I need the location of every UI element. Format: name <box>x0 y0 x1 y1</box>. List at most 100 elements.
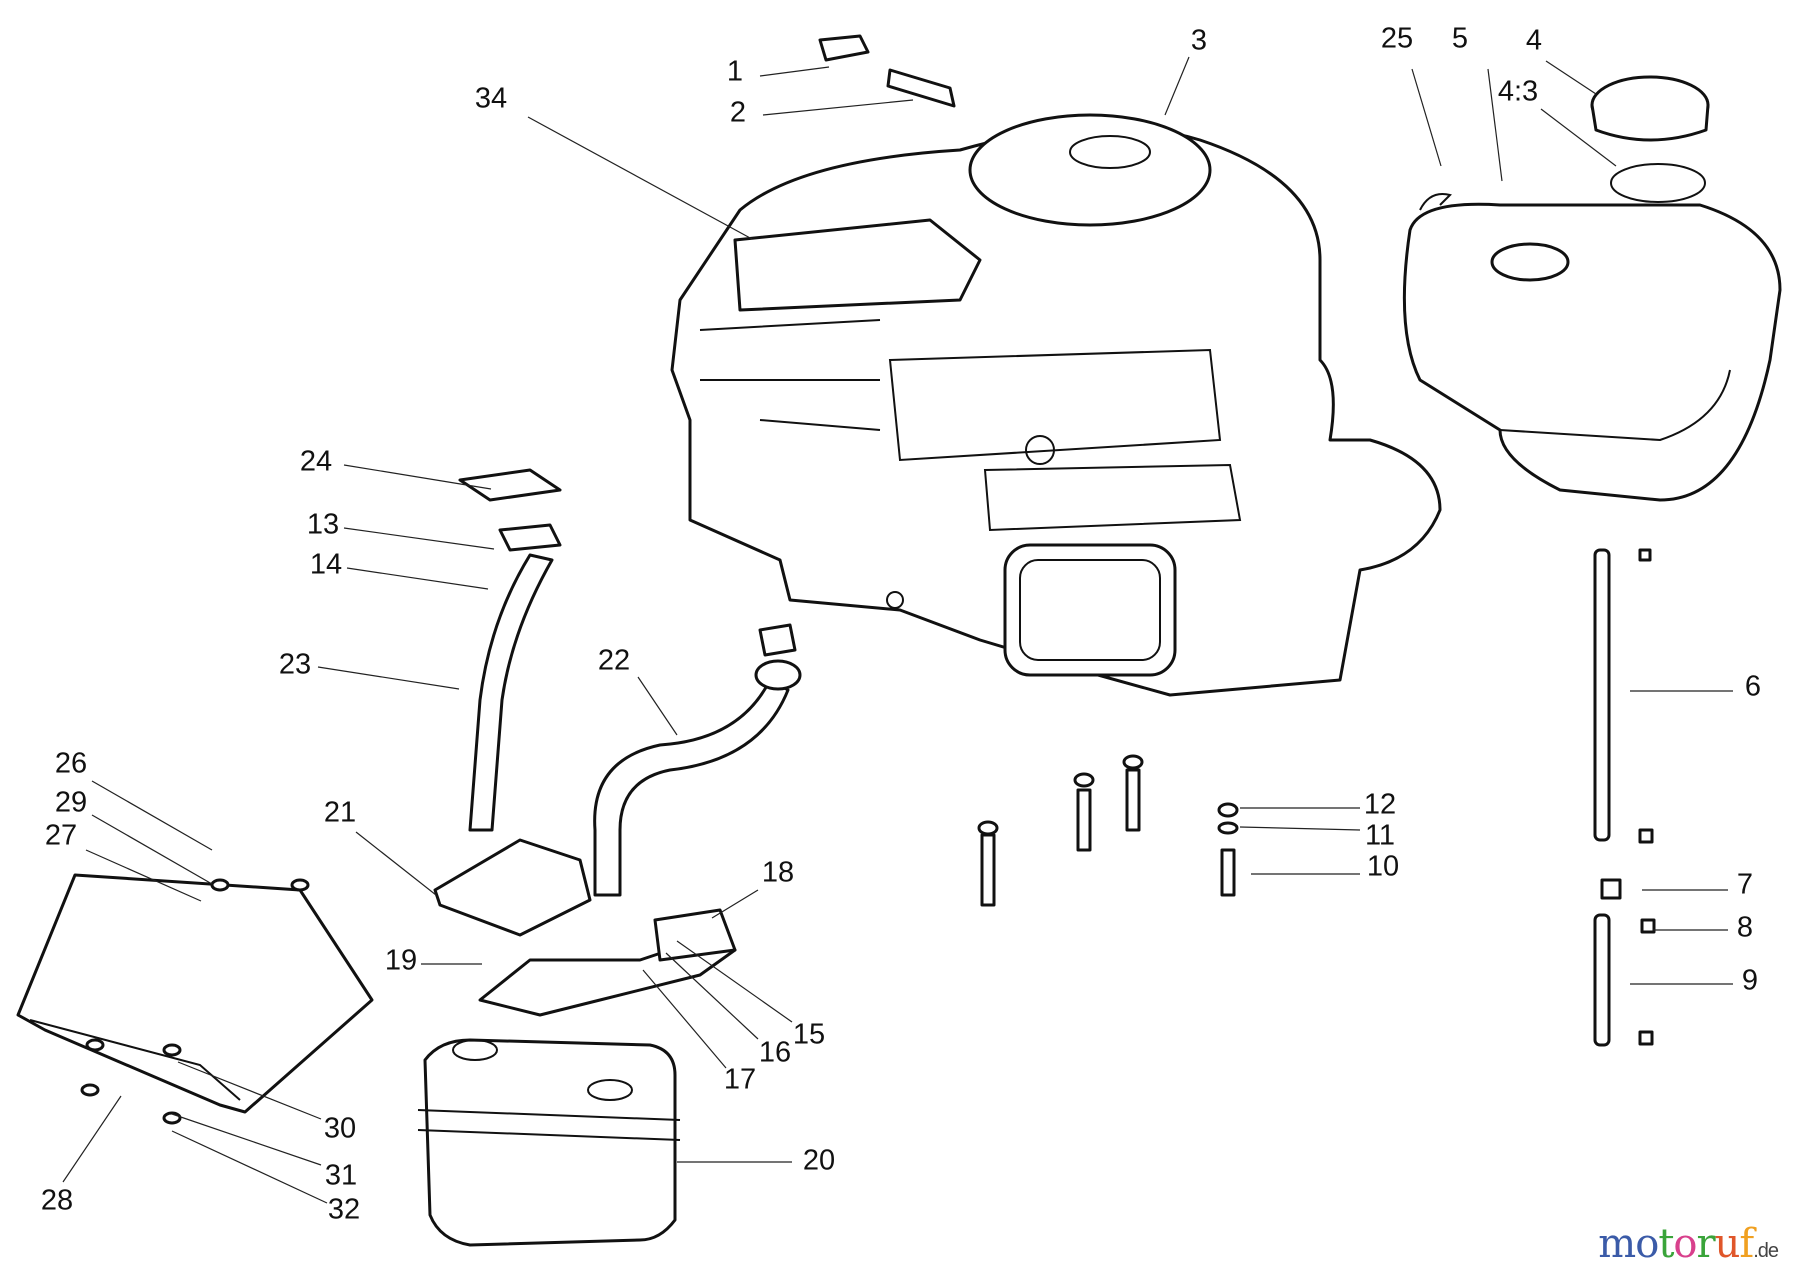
leader-line <box>1164 56 1190 116</box>
watermark-letter: u <box>1714 1221 1741 1267</box>
leader-line <box>676 940 793 1023</box>
callout-30: 30 <box>177 1061 356 1145</box>
leader-line <box>1540 108 1617 167</box>
leader-line <box>343 464 492 490</box>
callout-label: 25 <box>1381 23 1413 55</box>
callout-18: 18 <box>711 857 794 919</box>
callout-22: 22 <box>598 645 678 736</box>
leader-line <box>762 99 914 116</box>
callout-label: 21 <box>324 797 356 829</box>
leader-line <box>642 969 727 1069</box>
leader-line <box>177 1061 322 1120</box>
callout-label: 12 <box>1364 789 1396 821</box>
callout-26: 26 <box>55 748 213 851</box>
leader-line <box>91 814 213 885</box>
leader-line <box>665 952 759 1040</box>
callout-7: 7 <box>1642 869 1753 901</box>
callout-4-3: 4:3 <box>1498 76 1617 167</box>
callout-1: 1 <box>727 56 830 88</box>
callout-12: 12 <box>1240 789 1396 821</box>
callout-label: 1 <box>727 56 743 88</box>
callout-label: 10 <box>1367 851 1399 883</box>
exhaust-pipes <box>458 468 802 897</box>
callout-label: 30 <box>324 1113 356 1145</box>
callout-15: 15 <box>676 940 825 1051</box>
callout-label: 27 <box>45 820 77 852</box>
callout-10: 10 <box>1251 851 1399 883</box>
callout-21: 21 <box>324 797 437 896</box>
leader-line <box>637 676 678 736</box>
watermark-letter: o <box>1673 1221 1697 1267</box>
callout-label: 19 <box>385 945 417 977</box>
callout-19: 19 <box>385 945 482 977</box>
callout-6: 6 <box>1630 671 1761 703</box>
callout-label: 23 <box>279 649 311 681</box>
callout-label: 24 <box>300 446 332 478</box>
leader-line <box>1239 826 1361 831</box>
mounting-bolts <box>977 754 1239 907</box>
muffler-brackets <box>433 838 737 1017</box>
callout-29: 29 <box>55 787 213 885</box>
callout-label: 13 <box>307 509 339 541</box>
callout-24: 24 <box>300 446 492 490</box>
callout-label: 5 <box>1452 23 1468 55</box>
callout-28: 28 <box>41 1095 122 1217</box>
leader-line <box>759 66 830 77</box>
callout-label: 18 <box>762 857 794 889</box>
callout-label: 4:3 <box>1498 76 1538 108</box>
callout-label: 14 <box>310 549 342 581</box>
engine-part <box>670 113 1442 697</box>
callout-label: 22 <box>598 645 630 677</box>
callout-label: 11 <box>1365 820 1395 852</box>
callout-label: 29 <box>55 787 87 819</box>
callout-label: 9 <box>1742 965 1758 997</box>
leader-line <box>527 116 753 240</box>
callout-label: 28 <box>41 1185 73 1217</box>
callout-34: 34 <box>475 83 753 240</box>
leader-line <box>1487 68 1503 182</box>
callout-25: 25 <box>1381 23 1442 167</box>
callout-3: 3 <box>1164 25 1207 116</box>
leader-line <box>171 1113 322 1166</box>
callout-label: 15 <box>793 1019 825 1051</box>
leader-line <box>317 666 460 690</box>
callout-2: 2 <box>730 97 914 129</box>
watermark-logo: motoruf.de <box>1598 1221 1779 1267</box>
leader-line <box>91 780 213 851</box>
leader-line <box>62 1095 122 1183</box>
callout-label: 17 <box>724 1064 756 1096</box>
leader-line <box>711 889 759 919</box>
callout-20: 20 <box>677 1145 835 1177</box>
callout-label: 6 <box>1745 671 1761 703</box>
leader-line <box>1545 60 1597 95</box>
callout-label: 16 <box>759 1037 791 1069</box>
callout-label: 8 <box>1737 912 1753 944</box>
watermark-letter: f <box>1739 1221 1754 1267</box>
watermark-letter: r <box>1696 1221 1715 1267</box>
callout-32: 32 <box>171 1130 360 1226</box>
callout-label: 2 <box>730 97 746 129</box>
heat-shield-part <box>16 873 374 1125</box>
leader-line <box>355 831 437 896</box>
callout-31: 31 <box>171 1113 357 1192</box>
callout-label: 4 <box>1526 25 1542 57</box>
leader-line <box>343 527 495 550</box>
leader-line <box>85 849 202 902</box>
muffler-part <box>417 1038 681 1247</box>
watermark-suffix: .de <box>1753 1240 1779 1262</box>
watermark-letter: m <box>1598 1221 1636 1267</box>
callout-13: 13 <box>307 509 495 550</box>
callout-8: 8 <box>1653 912 1753 944</box>
callout-23: 23 <box>279 649 460 690</box>
callout-label: 26 <box>55 748 87 780</box>
fuel-line-parts <box>1593 548 1656 1047</box>
callout-5: 5 <box>1452 23 1503 182</box>
callout-11: 11 <box>1239 820 1395 852</box>
fuel-tank-parts <box>1402 75 1782 502</box>
watermark-letter: t <box>1658 1221 1674 1267</box>
leader-line <box>1411 68 1442 167</box>
callout-17: 17 <box>642 969 756 1096</box>
leader-line <box>346 567 489 590</box>
callout-9: 9 <box>1630 965 1758 997</box>
